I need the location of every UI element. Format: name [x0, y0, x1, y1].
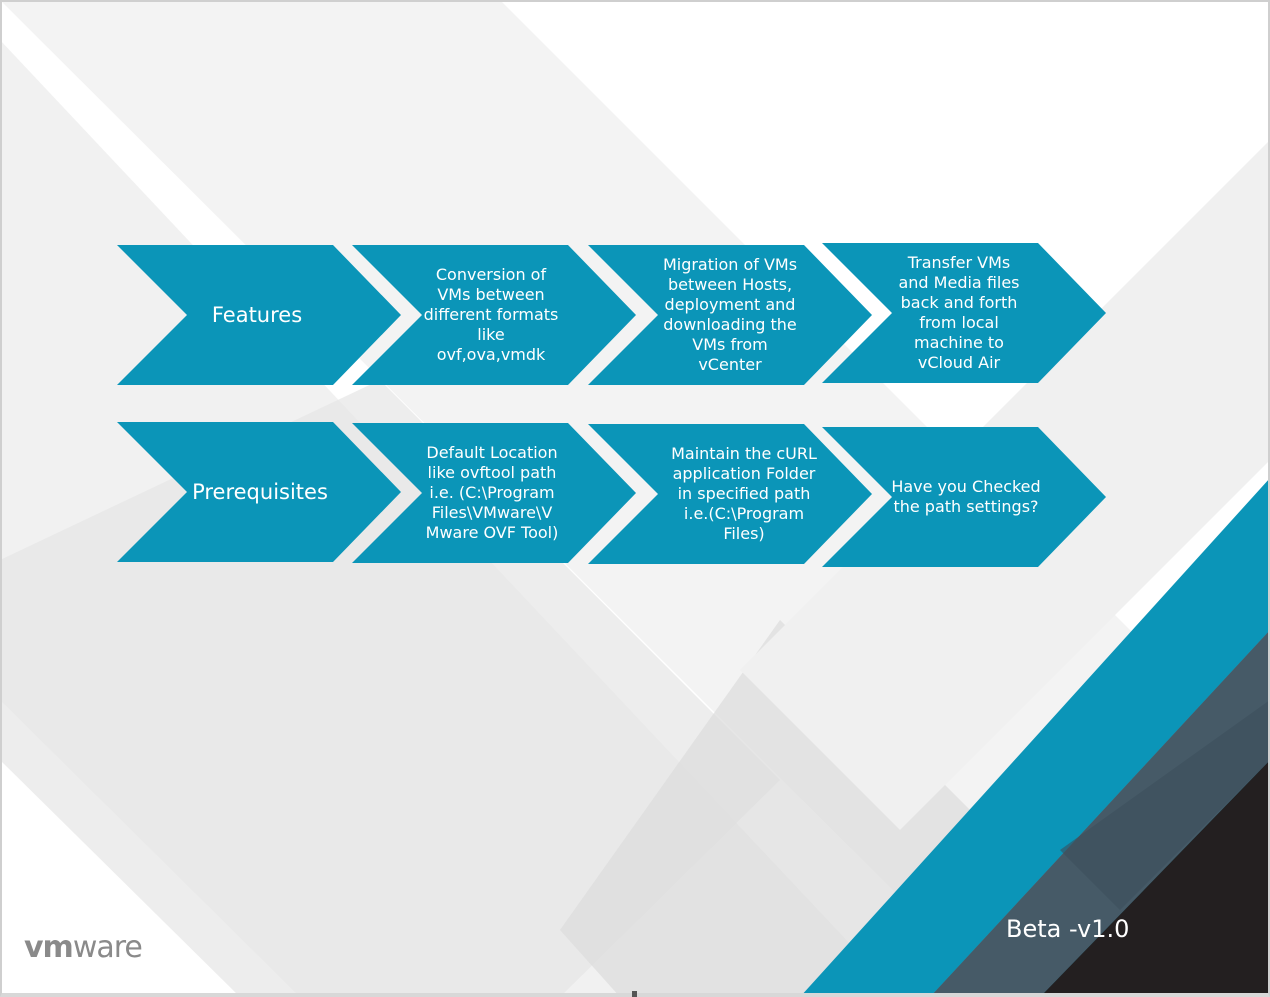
version-label: Beta -v1.0 — [1006, 915, 1130, 943]
chevron-migration — [588, 245, 872, 385]
features-label: Features — [211, 303, 303, 327]
migration-text: Migration of VMs between Hosts, deployme… — [662, 255, 798, 374]
chevron-curl-folder — [588, 424, 872, 564]
resize-handle[interactable] — [632, 991, 637, 997]
chevron-conversion — [352, 245, 636, 385]
prerequisites-label: Prerequisites — [192, 480, 328, 504]
curl-folder-text: Maintain the cURL application Folder in … — [671, 444, 817, 543]
conversion-text: Conversion of VMs between different form… — [423, 265, 559, 364]
vmware-logo: vmware — [24, 930, 143, 965]
chevron-check-path — [822, 427, 1106, 567]
chevron-features — [117, 245, 401, 385]
check-path-text: Have you Checked the path settings? — [891, 477, 1041, 516]
transfer-text: Transfer VMs and Media files back and fo… — [898, 253, 1020, 372]
chevron-prerequisites — [117, 422, 401, 562]
chevron-transfer — [822, 243, 1106, 383]
chevron-default-location — [352, 423, 636, 563]
accent-dark-shape — [930, 630, 1270, 997]
default-location-text: Default Location like ovftool path i.e. … — [425, 443, 559, 542]
accent-black-shape — [1040, 760, 1270, 997]
